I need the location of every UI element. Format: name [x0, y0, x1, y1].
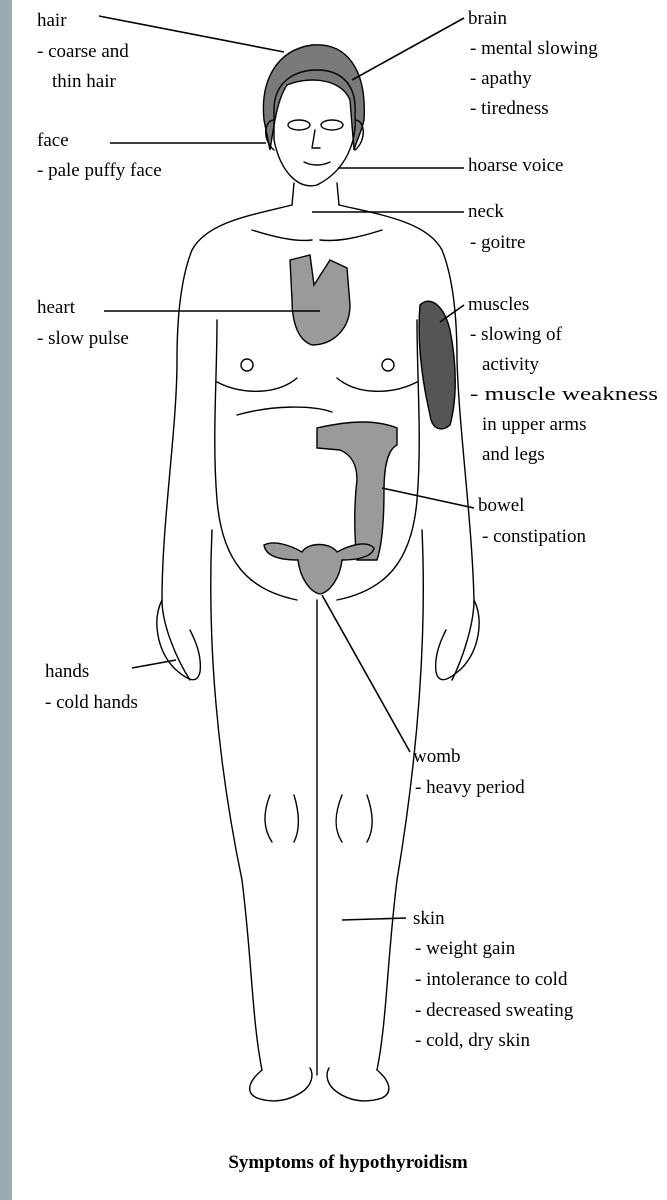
muscles-item-2: activity	[482, 354, 539, 375]
skin-item-1: - weight gain	[415, 938, 516, 959]
right-nipple	[382, 359, 394, 371]
hands-leader	[132, 660, 176, 668]
left-eye	[288, 120, 310, 130]
heart-organ	[290, 255, 350, 345]
skin-item-3: - decreased sweating	[415, 1000, 574, 1021]
labels: hair - coarse and thin hair face - pale …	[37, 8, 658, 1051]
hands-item-1: - cold hands	[45, 692, 138, 713]
womb-leader	[322, 595, 410, 752]
hair-title: hair	[37, 10, 67, 31]
skin-title: skin	[413, 908, 445, 929]
muscles-title: muscles	[468, 294, 529, 315]
bowel-organ	[317, 422, 397, 560]
muscles-item-1: - slowing of	[470, 324, 563, 345]
bowel-title: bowel	[478, 495, 524, 516]
arm-muscle	[419, 301, 455, 429]
bowel-item-1: - constipation	[482, 526, 586, 547]
left-nipple	[241, 359, 253, 371]
collarbones	[252, 230, 382, 241]
brain-item-2: - apathy	[470, 68, 532, 89]
hair-item-2: thin hair	[52, 71, 117, 92]
hair-item-1: - coarse and	[37, 41, 129, 62]
figure-caption: Symptoms of hypothyroidism	[228, 1152, 467, 1173]
knee-marks	[265, 795, 372, 842]
womb-item-1: - heavy period	[415, 777, 525, 798]
heart-title: heart	[37, 297, 76, 318]
neck-outline	[292, 183, 339, 205]
muscles-item-3: - muscle weakness	[470, 384, 658, 405]
skin-item-2: - intolerance to cold	[415, 969, 568, 990]
face-title: face	[37, 130, 69, 151]
mouth	[304, 162, 330, 165]
anatomy-diagram: hair - coarse and thin hair face - pale …	[12, 0, 667, 1200]
organs	[264, 255, 455, 594]
brain-leader	[352, 18, 464, 80]
muscles-item-4: in upper arms	[482, 414, 586, 435]
diagram-panel: hair - coarse and thin hair face - pale …	[12, 0, 667, 1200]
skin-item-4: - cold, dry skin	[415, 1030, 531, 1051]
womb-title: womb	[413, 746, 461, 767]
nose	[312, 130, 320, 148]
womb-organ	[264, 543, 374, 594]
muscles-item-5: and legs	[482, 444, 545, 465]
abdomen-curve	[237, 407, 332, 415]
right-eye	[321, 120, 343, 130]
neck-title: neck	[468, 201, 504, 222]
neck-item-1: - goitre	[470, 232, 525, 253]
skin-leader	[342, 918, 406, 920]
brain-item-3: - tiredness	[470, 98, 549, 119]
right-foot	[327, 1068, 389, 1101]
heart-item-1: - slow pulse	[37, 328, 129, 349]
chest-curves	[217, 378, 417, 391]
voice-title: hoarse voice	[468, 155, 563, 176]
brain-title: brain	[468, 8, 508, 29]
face-item-1: - pale puffy face	[37, 160, 162, 181]
brain-item-1: - mental slowing	[470, 38, 598, 59]
hands-title: hands	[45, 661, 89, 682]
legs-outline	[211, 530, 424, 1075]
bowel-leader	[382, 488, 474, 508]
left-foot	[250, 1068, 312, 1101]
